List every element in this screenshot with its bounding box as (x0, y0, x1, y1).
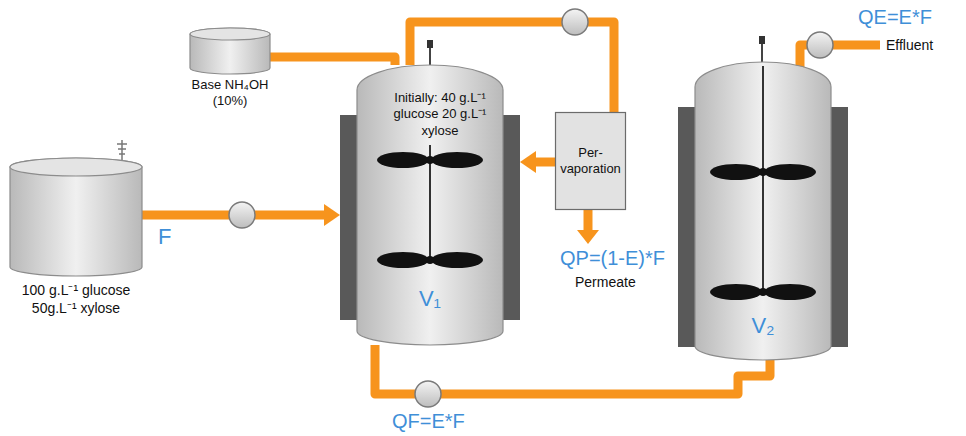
tank-lid (10, 158, 142, 176)
pump (562, 9, 588, 35)
impeller-hub (426, 256, 434, 264)
volume-label: V₁ (400, 285, 460, 313)
base-tank: Base NH₄OH (10%) (190, 28, 270, 112)
tank-lid (190, 28, 270, 40)
impeller-blade (764, 164, 816, 180)
impeller-blade (431, 252, 483, 268)
volume-label: V₂ (733, 312, 793, 340)
heating-jacket (831, 107, 848, 347)
heating-jacket (678, 107, 695, 347)
vessel-body (695, 62, 831, 360)
tank-body (10, 158, 142, 276)
pipe-line (270, 57, 395, 65)
heating-jacket (340, 115, 357, 320)
unit-label: Per- vaporation (558, 145, 623, 178)
vent-antenna (117, 140, 127, 160)
feed-tank: 100 g.L⁻¹ glucose 50g.L⁻¹ xylose (10, 158, 142, 325)
pump (415, 381, 441, 407)
tank-body (190, 28, 270, 74)
impeller-blade (710, 164, 762, 180)
stream-label: Permeate (575, 274, 636, 290)
reactor-vessel: Initially: 40 g.L⁻¹ glucose 20 g.L⁻¹ xyl… (340, 65, 520, 345)
flow-label: QP=(1-E)*F (560, 247, 665, 270)
flow-label: F (158, 224, 171, 249)
impeller-hub (759, 288, 767, 296)
flow-label: QF=E*F (392, 410, 465, 433)
pump (229, 202, 255, 228)
impeller-blade (377, 252, 429, 268)
impeller-blade (377, 152, 429, 168)
arrowhead (324, 204, 340, 226)
pipe-connector (270, 57, 395, 65)
impeller-blade (710, 284, 762, 300)
pump (807, 32, 833, 58)
pipe-connector (520, 151, 555, 173)
impeller-blade (764, 284, 816, 300)
permeate-pipe (584, 210, 593, 231)
pipe-line (534, 158, 555, 167)
membrane-box (556, 113, 626, 210)
flow-label: QE=E*F (858, 6, 932, 29)
tank-label: 100 g.L⁻¹ glucose 50g.L⁻¹ xylose (10, 282, 142, 317)
reactor-vessel: V₂ (678, 62, 848, 360)
heating-jacket (503, 115, 520, 320)
initial-conditions: Initially: 40 g.L⁻¹ glucose 20 g.L⁻¹ xyl… (384, 90, 496, 139)
impeller-hub (426, 156, 434, 164)
arrowhead (520, 151, 536, 173)
node-outline (555, 112, 626, 210)
agitator-rod (430, 42, 762, 67)
agitator-shaft (762, 66, 764, 292)
stream-label: Effluent (886, 37, 933, 53)
vessel-body (357, 65, 503, 345)
permeate-arrowhead (577, 230, 599, 244)
tank-label: Base NH₄OH (10%) (190, 77, 270, 110)
rod-cap (759, 36, 765, 44)
impeller-hub (759, 168, 767, 176)
pervaporation-unit: Per- vaporation (555, 112, 626, 210)
impeller-blade (431, 152, 483, 168)
rod-cap (427, 40, 433, 48)
